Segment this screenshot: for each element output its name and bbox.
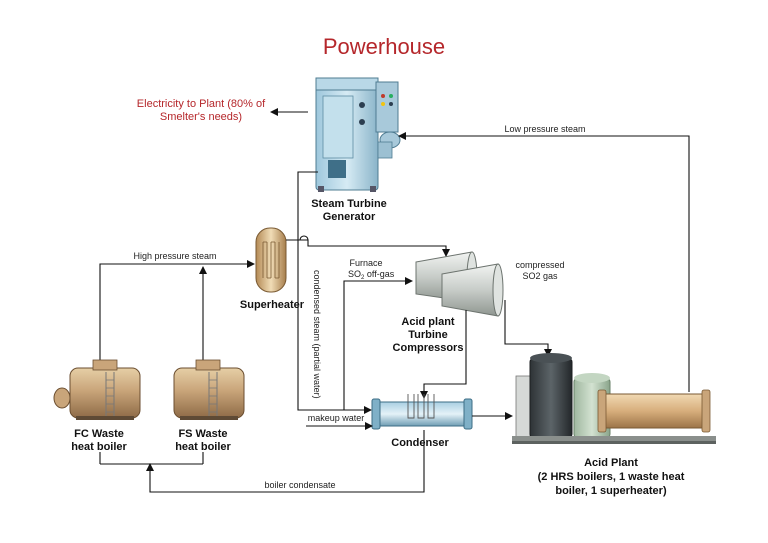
electricity-label-line1: Electricity to Plant (80% of <box>137 98 266 110</box>
condensed-steam-label: condensed steam (partial water) <box>312 270 322 399</box>
line-crossover <box>299 235 309 241</box>
fc-boiler-label-line2: heat boiler <box>71 441 127 453</box>
high-pressure-steam-line <box>99 260 255 364</box>
acid-plant-icon <box>512 353 716 444</box>
low-pressure-steam-label: Low pressure steam <box>504 124 585 134</box>
steam-turbine-label-line1: Steam Turbine <box>311 198 387 210</box>
condenser-icon <box>371 394 473 430</box>
fs-boiler-label-line2: heat boiler <box>175 441 231 453</box>
makeup-water-label: makeup water <box>308 413 365 423</box>
furnace-label-line2: SO2 off-gas <box>348 269 395 281</box>
compressors-label-line2: Turbine <box>408 329 448 341</box>
compressed-gas-label-line2: SO2 gas <box>522 271 558 281</box>
compressors-label-line3: Compressors <box>393 342 464 354</box>
compressor-exhaust-line <box>420 310 467 399</box>
compressors-label-line1: Acid plant <box>401 316 455 328</box>
boiler-condensate-label: boiler condensate <box>264 480 335 490</box>
furnace-label-line1: Furnace <box>349 258 382 268</box>
fc-boiler-label-line1: FC Waste <box>74 428 124 440</box>
electricity-label-line2: Smelter's needs) <box>160 111 242 123</box>
acid-plant-label-line3: boiler, 1 superheater) <box>555 485 667 497</box>
steam-turbine-generator-icon <box>315 77 401 192</box>
boiler-condensate-line <box>146 430 425 493</box>
condensed-steam-line <box>297 240 372 414</box>
acid-plant-label-line2: (2 HRS boilers, 1 waste heat <box>538 471 685 483</box>
condenser-label: Condenser <box>391 437 449 449</box>
fc-waste-heat-boiler-icon <box>53 359 141 420</box>
acid-plant-label-line1: Acid Plant <box>584 457 638 469</box>
superheater-label: Superheater <box>240 299 305 311</box>
high-pressure-steam-label: High pressure steam <box>133 251 216 261</box>
steam-turbine-label-line2: Generator <box>323 211 376 223</box>
page-title: Powerhouse <box>323 34 445 59</box>
fs-boiler-label-line1: FS Waste <box>178 428 227 440</box>
fs-waste-heat-boiler-icon <box>173 359 245 420</box>
superheater-icon <box>255 227 287 293</box>
steam-to-compressors-line <box>286 239 450 257</box>
turbine-compressors-icon <box>415 251 504 317</box>
furnace-off-gas-line <box>343 277 413 410</box>
low-pressure-steam-line <box>398 132 690 392</box>
compressed-gas-label-line1: compressed <box>515 260 564 270</box>
compressed-gas-line <box>504 300 552 357</box>
